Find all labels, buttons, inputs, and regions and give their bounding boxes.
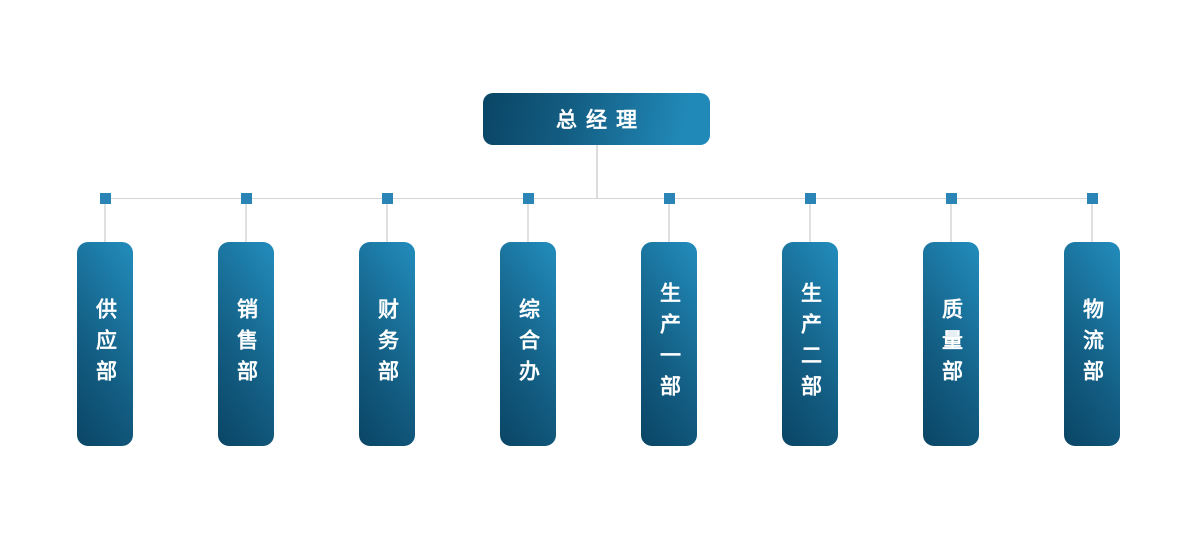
- connector-drop-line: [104, 204, 106, 242]
- connector-drop-line: [950, 204, 952, 242]
- connector-junction-square: [381, 193, 393, 204]
- connector-drop-line: [245, 204, 247, 242]
- org-node-department: 财务部: [359, 242, 415, 446]
- org-column-sales: 销售部: [218, 193, 274, 446]
- connector-root-stub: [596, 145, 598, 199]
- org-column-general-office: 综合办: [500, 193, 556, 446]
- connector-junction-square: [945, 193, 957, 204]
- org-node-label: 总经理: [556, 109, 646, 132]
- org-node-department: 销售部: [218, 242, 274, 446]
- org-node-department: 生产二部: [782, 242, 838, 446]
- org-column-finance: 财务部: [359, 193, 415, 446]
- org-node-department: 质量部: [923, 242, 979, 446]
- org-node-label: 生产二部: [798, 282, 822, 406]
- org-node-label: 综合办: [516, 297, 540, 391]
- connector-junction-square: [522, 193, 534, 204]
- org-node-general-manager: 总经理: [483, 93, 710, 145]
- connector-junction-square: [804, 193, 816, 204]
- org-node-label: 质量部: [939, 297, 963, 391]
- org-node-department: 供应部: [77, 242, 133, 446]
- connector-drop-line: [386, 204, 388, 242]
- org-node-department: 综合办: [500, 242, 556, 446]
- org-column-supply: 供应部: [77, 193, 133, 446]
- connector-drop-line: [668, 204, 670, 242]
- org-node-department: 物流部: [1064, 242, 1120, 446]
- connector-junction-square: [240, 193, 252, 204]
- connector-junction-square: [1086, 193, 1098, 204]
- org-node-label: 财务部: [375, 297, 399, 391]
- connector-horizontal-line: [105, 198, 1092, 199]
- org-column-production-2: 生产二部: [782, 193, 838, 446]
- org-column-quality: 质量部: [923, 193, 979, 446]
- connector-drop-line: [809, 204, 811, 242]
- org-column-logistics: 物流部: [1064, 193, 1120, 446]
- org-column-production-1: 生产一部: [641, 193, 697, 446]
- connector-junction-square: [663, 193, 675, 204]
- org-node-label: 销售部: [234, 297, 258, 391]
- connector-drop-line: [527, 204, 529, 242]
- connector-drop-line: [1091, 204, 1093, 242]
- org-node-department: 生产一部: [641, 242, 697, 446]
- org-node-label: 物流部: [1080, 297, 1104, 391]
- org-node-label: 生产一部: [657, 282, 681, 406]
- connector-junction-square: [99, 193, 111, 204]
- org-node-label: 供应部: [93, 297, 117, 391]
